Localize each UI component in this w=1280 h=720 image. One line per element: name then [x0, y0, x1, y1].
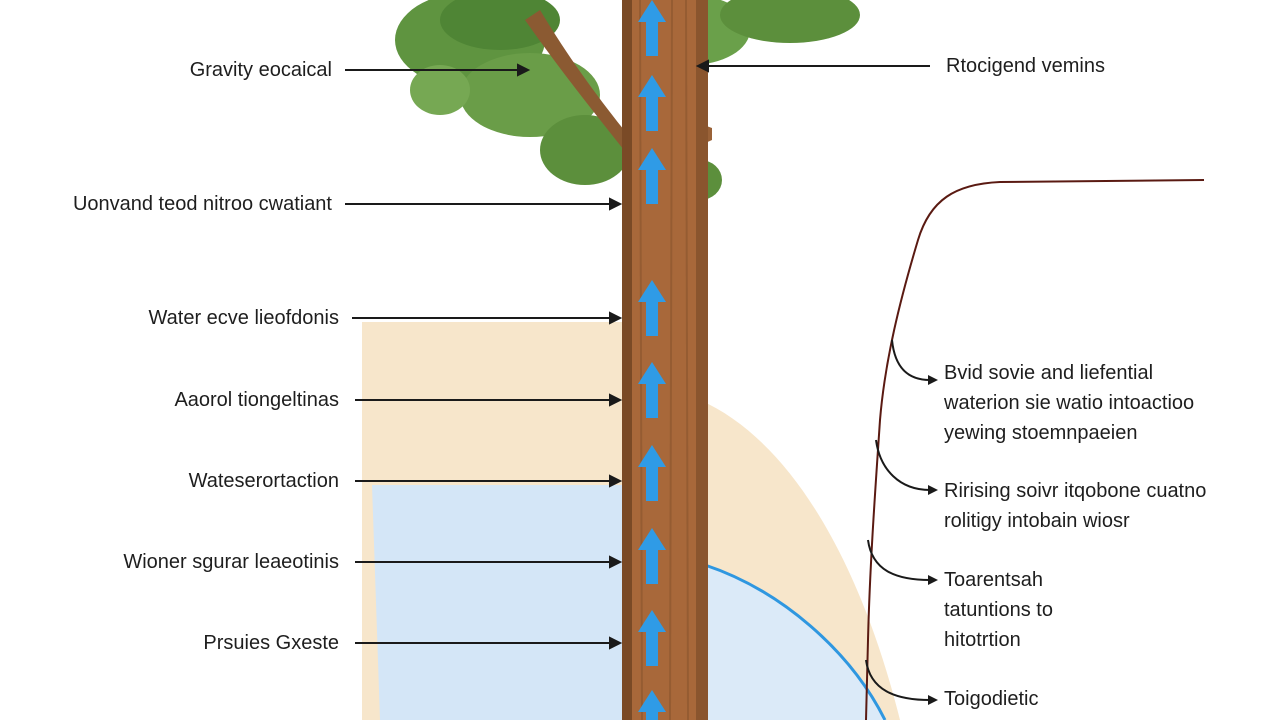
label-upward-transport: Uonvand teod nitroo cwatiant: [72, 193, 332, 215]
label-water-movement: Water ecve lieofdonis: [148, 307, 339, 329]
upward-flow-arrow-icon: [638, 610, 666, 666]
upward-flow-arrow-icon: [638, 445, 666, 501]
upward-flow-arrow-icon: [638, 75, 666, 131]
right-bracket-arrowheads: [928, 375, 938, 705]
right-note-2: Rirising soivr itqobone cuatno rolitigy …: [944, 480, 1207, 532]
label-gravity: Gravity eocaical: [189, 59, 332, 81]
upward-flow-arrows: [638, 0, 666, 720]
right-bracket: [865, 179, 1205, 720]
groundwater-curve-region: [705, 565, 885, 720]
upward-flow-arrow-icon: [638, 690, 666, 720]
label-water-sugar: Wioner sgurar leaeotinis: [123, 551, 339, 573]
upward-flow-arrow-icon: [638, 0, 666, 56]
groundwater-curve-line: [704, 563, 887, 720]
upward-flow-arrow-icon: [638, 280, 666, 336]
upward-flow-arrow-icon: [638, 362, 666, 418]
groundwater-band: [372, 485, 622, 720]
top-right-pointer: [695, 59, 930, 73]
right-note-4: Toigodietic: [944, 688, 1039, 710]
upward-flow-arrow-icon: [638, 148, 666, 204]
right-note-1: Bvid sovie and liefential waterion sie w…: [944, 362, 1195, 444]
right-note-3: Toarentsah tatuntions to hitotrtion: [944, 569, 1053, 651]
trunk-bark-texture: [639, 0, 689, 720]
left-pointer-lines: [345, 63, 623, 650]
tree-trunk: [622, 0, 708, 720]
trunk-shade-right: [696, 0, 708, 720]
label-water-extraction: Wateserortaction: [188, 470, 339, 492]
upward-flow-arrow-icon: [638, 528, 666, 584]
tree-branch: [525, 10, 632, 160]
label-pressure: Prsuies Gxeste: [203, 632, 339, 654]
label-top-right: Rtocigend vemins: [946, 55, 1105, 77]
trunk-shade-left: [622, 0, 632, 720]
label-aerial-roots: Aaorol tiongeltinas: [174, 389, 339, 411]
